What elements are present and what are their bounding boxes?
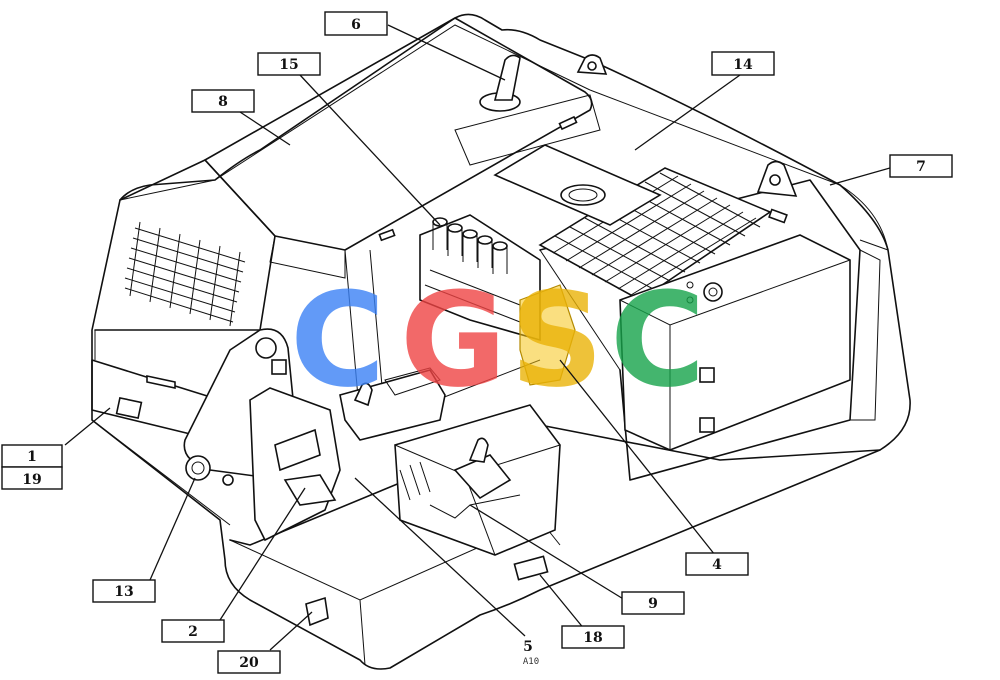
callout-19: 19 — [1, 466, 63, 490]
callout-18-label: 18 — [583, 630, 602, 646]
callout-4: 4 — [685, 552, 749, 576]
callout-2: 2 — [161, 619, 225, 643]
watermark-letter-2: G — [400, 264, 507, 416]
callout-1: 1 — [1, 444, 63, 468]
callout-9-label: 9 — [648, 596, 658, 612]
callout-6-label: 6 — [351, 17, 361, 33]
engine-cover — [493, 144, 662, 226]
callout-13-label: 13 — [114, 584, 133, 600]
callout-19-label: 19 — [22, 472, 41, 488]
callout-8-label: 8 — [218, 94, 228, 110]
watermark-letter-1: C — [290, 264, 385, 416]
callout-20: 20 — [217, 650, 281, 674]
engine-block — [419, 214, 541, 342]
callout-13: 13 — [92, 579, 156, 603]
callout-15: 15 — [257, 52, 321, 76]
pilot-valve — [249, 387, 341, 542]
callout-20-label: 20 — [239, 655, 259, 671]
sheet-code: A10 — [523, 657, 539, 667]
label-5: 5 — [523, 639, 533, 655]
callout-18: 18 — [561, 625, 625, 649]
watermark-letter-3: S — [510, 264, 604, 416]
leader-lines — [64, 24, 891, 651]
machine-body — [91, 13, 911, 670]
small-parts — [115, 115, 788, 627]
lifting-eyes — [576, 54, 798, 197]
highlighted-component — [519, 284, 576, 386]
callout-6: 6 — [324, 11, 388, 36]
callout-4-label: 4 — [712, 557, 722, 573]
callout-8: 8 — [191, 89, 255, 113]
callout-2-label: 2 — [188, 624, 198, 640]
auxiliary-box — [339, 367, 446, 441]
callout-1-label: 1 — [27, 449, 37, 465]
exhaust-pipe — [479, 54, 521, 112]
hydraulic-tank — [619, 234, 851, 451]
battery — [394, 404, 561, 556]
callout-14-label: 14 — [733, 57, 753, 73]
radiator-screen — [538, 167, 772, 301]
watermark-letter-4: C — [610, 264, 705, 416]
callout-7-label: 7 — [916, 159, 926, 175]
callout-7: 7 — [889, 154, 953, 178]
callout-9: 9 — [621, 591, 685, 615]
callout-14: 14 — [711, 51, 775, 76]
side-grille — [124, 221, 246, 327]
callout-15-label: 15 — [279, 57, 298, 73]
watermark: C G S C — [290, 264, 705, 416]
